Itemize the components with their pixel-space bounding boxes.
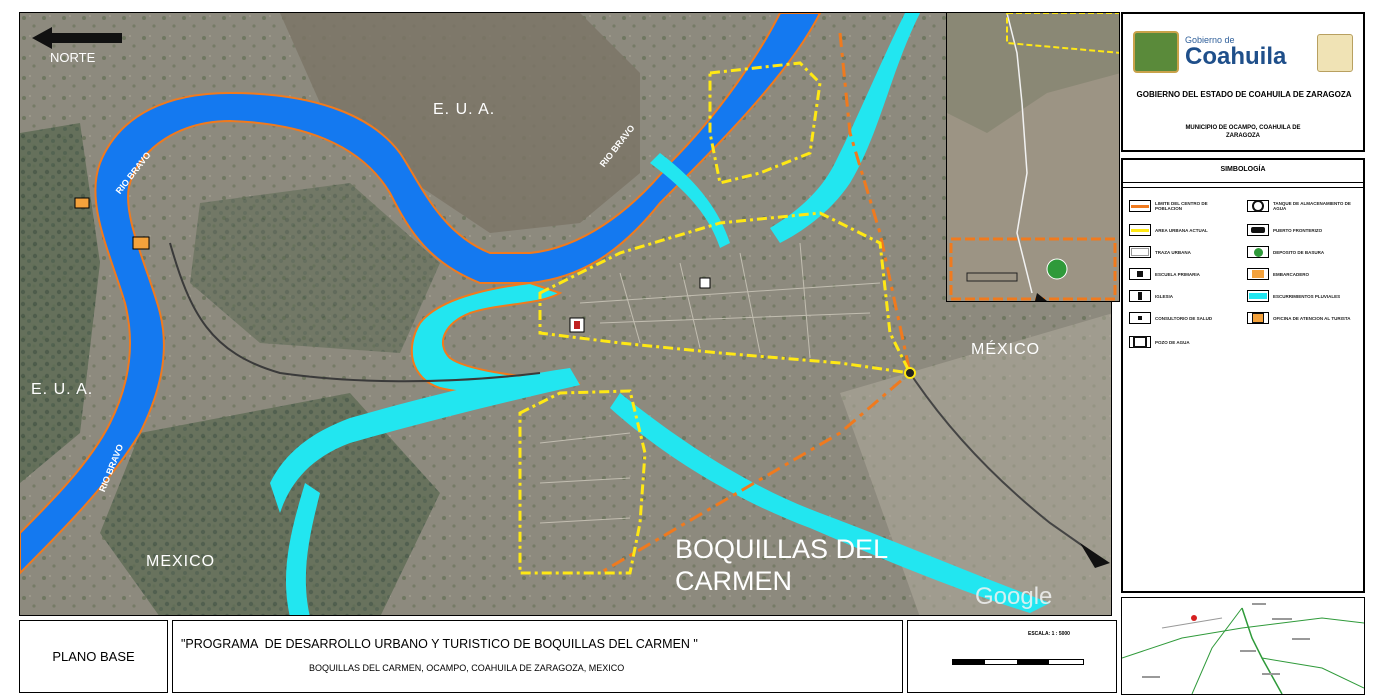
coahuila-logo: Gobierno de Coahuila xyxy=(1133,28,1311,76)
label-eua-left: E. U. A. xyxy=(31,381,94,398)
boat-icon[interactable] xyxy=(74,197,90,209)
scale-label: ESCALA: 1 : 5000 xyxy=(1028,631,1070,637)
arroyo-north xyxy=(770,13,920,243)
logo-top-text: Gobierno de xyxy=(1185,35,1235,45)
recycle-icon[interactable] xyxy=(1046,258,1068,280)
road-south-east xyxy=(909,372,1101,559)
arroyo-main xyxy=(610,393,1050,613)
label-eua-top: E. U. A. xyxy=(433,101,496,118)
arroyo-center xyxy=(650,153,730,248)
legend-item-garbage: DEPOSITO DE BASURA xyxy=(1247,246,1353,258)
urban-limit-center xyxy=(538,211,913,375)
legend-item-urban-area: AREA URBANA ACTUAL xyxy=(1129,224,1231,236)
title-block-plan-label: PLANO BASE xyxy=(19,620,168,693)
plan-label: PLANO BASE xyxy=(52,649,135,664)
orange-line-icon xyxy=(1129,200,1151,212)
vegetation-left xyxy=(20,123,100,483)
vegetation-center xyxy=(190,183,440,353)
shield-icon xyxy=(1133,31,1179,73)
church-icon[interactable] xyxy=(699,277,711,289)
legend-item-pier: EMBARCADERO xyxy=(1247,268,1353,280)
logo-panel: Gobierno de Coahuila GOBIERNO DEL ESTADO… xyxy=(1121,12,1365,152)
map-canvas[interactable] xyxy=(20,13,1112,616)
north-arrow: NORTE xyxy=(32,27,122,67)
church-icon xyxy=(1129,290,1151,302)
legend-item-well: POZO DE AGUA xyxy=(1129,336,1231,348)
legend-item-urban-grid: TRAZA URBANA xyxy=(1129,246,1231,258)
location-map-canvas xyxy=(1122,598,1364,694)
legend-item-church: IGLESIA xyxy=(1129,290,1231,302)
school-icon[interactable] xyxy=(569,317,585,333)
seal-icon xyxy=(1317,34,1353,72)
tank-icon xyxy=(1247,200,1269,212)
title-block-main: "PROGRAMA DE DESARROLLO URBANO Y TURISTI… xyxy=(172,620,903,693)
scale-bar xyxy=(952,659,1084,665)
yellow-line-icon xyxy=(1129,224,1151,236)
hills-right xyxy=(840,313,1111,615)
main-map[interactable]: NORTE E. U. A. E. U. A. MÉXICO MEXICO BO… xyxy=(19,12,1112,616)
recycle-icon xyxy=(1247,246,1269,258)
north-arrow-icon xyxy=(32,27,122,49)
road-main xyxy=(169,242,541,383)
office-icon xyxy=(1129,312,1151,324)
block-icon xyxy=(1129,246,1151,258)
legend-item-tourist: OFICINA DE ATENCION AL TURISTA xyxy=(1247,312,1353,324)
legend-item-health: CONSULTORIO DE SALUD xyxy=(1129,312,1231,324)
rio-bravo xyxy=(20,13,822,575)
vegetation-bottom xyxy=(100,393,440,615)
boat-icon xyxy=(1247,268,1269,280)
inset-map-canvas xyxy=(947,13,1119,301)
legend-item-population-limit: LIMITE DEL CENTRO DE POBLACION xyxy=(1129,200,1231,212)
arrow-icon xyxy=(1080,543,1110,568)
location-marker-icon xyxy=(1191,615,1197,621)
mountain-eua xyxy=(280,13,640,233)
stream-icon xyxy=(1247,290,1269,302)
car-icon xyxy=(1247,224,1269,236)
label-google: Google xyxy=(975,583,1053,610)
boat-icon[interactable] xyxy=(132,236,150,250)
arroyo-left xyxy=(270,368,580,513)
legend-item-tank: TANQUE DE ALMACENAMIENTO DE AGUA xyxy=(1247,200,1353,212)
label-mexico-right: MÉXICO xyxy=(971,341,1041,358)
border-line xyxy=(599,32,912,575)
flag-icon xyxy=(1129,268,1151,280)
inset-map[interactable] xyxy=(946,12,1120,302)
urban-limit-south xyxy=(518,389,647,575)
legend-title: SIMBOLOGÍA xyxy=(1220,166,1266,173)
urban-limit-north xyxy=(708,61,822,185)
north-label: NORTE xyxy=(50,50,96,65)
program-subtitle: BOQUILLAS DEL CARMEN, OCAMPO, COAHUILA D… xyxy=(309,663,625,673)
legend-item-school: ESCUELA PRIMARIA xyxy=(1129,268,1231,280)
logo-main-text: Coahuila xyxy=(1185,43,1287,70)
title-block-scale: ESCALA: 1 : 5000 xyxy=(907,620,1117,693)
lagoon xyxy=(410,281,581,394)
legend-item-runoff: ESCURRIMIENTOS PLUVIALES xyxy=(1247,290,1353,302)
legend-item-border-crossing: PUERTO FRONTERIZO xyxy=(1247,224,1353,236)
tourist-icon xyxy=(1247,312,1269,324)
label-mexico-bottom: MEXICO xyxy=(146,553,216,570)
municipality-title: MUNICIPIO DE OCAMPO, COAHUILA DE ZARAGOZ… xyxy=(1185,125,1301,139)
well-icon xyxy=(1129,336,1151,348)
border-crossing-icon[interactable] xyxy=(904,367,916,379)
government-title: GOBIERNO DEL ESTADO DE COAHUILA DE ZARAG… xyxy=(1136,90,1352,99)
street-grid xyxy=(539,242,881,524)
program-title: "PROGRAMA DE DESARROLLO URBANO Y TURISTI… xyxy=(181,637,698,651)
arroyo-south-left xyxy=(286,483,320,615)
legend-panel: SIMBOLOGÍA LIMITE DEL CENTRO DE POBLACIO… xyxy=(1121,158,1365,593)
location-map xyxy=(1121,597,1365,695)
label-town: BOQUILLAS DEL CARMEN xyxy=(675,534,888,596)
